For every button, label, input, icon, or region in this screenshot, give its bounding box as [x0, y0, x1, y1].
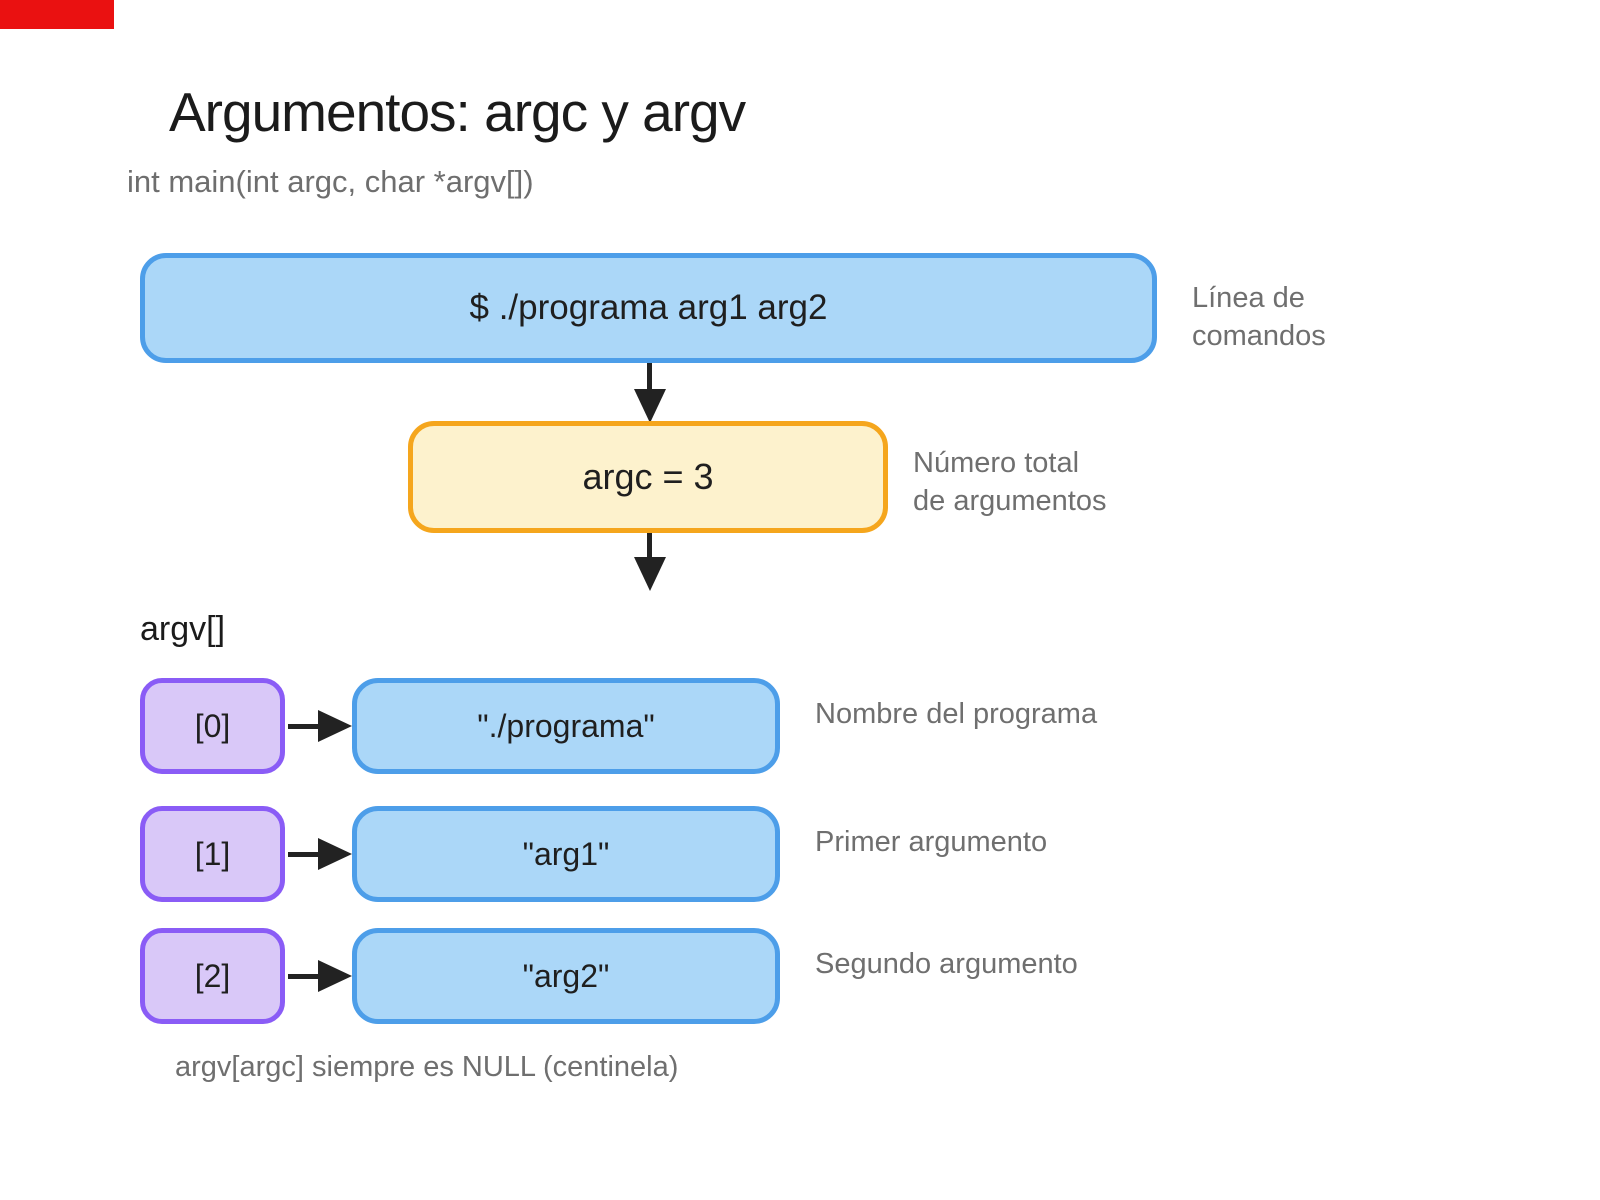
- argc-annotation-line2: de argumentos: [913, 485, 1107, 517]
- argv-value-text: "./programa": [477, 707, 655, 744]
- argv-value-text: "arg1": [522, 835, 610, 872]
- argv-index-text: [2]: [194, 957, 231, 994]
- command-line-annotation-line2: comandos: [1192, 320, 1326, 352]
- down-arrow-2-head: [634, 557, 666, 591]
- argv-value-box: "arg1": [352, 806, 780, 902]
- argv-value-box: "arg2": [352, 928, 780, 1024]
- argv-row: [1] "arg1" Primer argumento: [0, 806, 1600, 902]
- right-arrow-head: [318, 838, 352, 870]
- command-line-text: $ ./programa arg1 arg2: [469, 288, 828, 327]
- right-arrow-shaft: [288, 724, 322, 729]
- argv-index-box: [1]: [140, 806, 285, 902]
- argv-row-annotation: Primer argumento: [815, 826, 1048, 858]
- argv-row-annotation: Nombre del programa: [815, 698, 1098, 730]
- argv-index-box: [2]: [140, 928, 285, 1024]
- argv-index-box: [0]: [140, 678, 285, 774]
- argv-row: [2] "arg2" Segundo argumento: [0, 928, 1600, 1024]
- argc-annotation: Número total de argumentos: [913, 444, 1106, 520]
- code-signature: int main(int argc, char *argv[]): [127, 164, 534, 199]
- argv-value-box: "./programa": [352, 678, 780, 774]
- argv-row-annotation: Segundo argumento: [815, 948, 1078, 980]
- argc-annotation-line1: Número total: [913, 447, 1080, 479]
- down-arrow-2-shaft: [647, 533, 652, 559]
- page-title: Argumentos: argc y argv: [169, 81, 746, 143]
- argv-value-text: "arg2": [522, 957, 610, 994]
- down-arrow-1-head: [634, 389, 666, 423]
- argv-index-text: [0]: [194, 707, 231, 744]
- command-line-box: $ ./programa arg1 arg2: [140, 253, 1157, 363]
- right-arrow-head: [318, 960, 352, 992]
- argc-box: argc = 3: [408, 421, 888, 533]
- right-arrow-head: [318, 710, 352, 742]
- argv-row: [0] "./programa" Nombre del programa: [0, 678, 1600, 774]
- argv-heading: argv[]: [140, 610, 226, 648]
- argc-text: argc = 3: [582, 456, 714, 497]
- null-sentinel-footnote: argv[argc] siempre es NULL (centinela): [175, 1051, 679, 1083]
- command-line-annotation-line1: Línea de: [1192, 282, 1305, 314]
- right-arrow-shaft: [288, 974, 322, 979]
- down-arrow-1-shaft: [647, 363, 652, 391]
- recording-indicator-bar: [0, 0, 114, 29]
- command-line-annotation: Línea de comandos: [1192, 279, 1326, 355]
- right-arrow-shaft: [288, 852, 322, 857]
- argv-index-text: [1]: [194, 835, 231, 872]
